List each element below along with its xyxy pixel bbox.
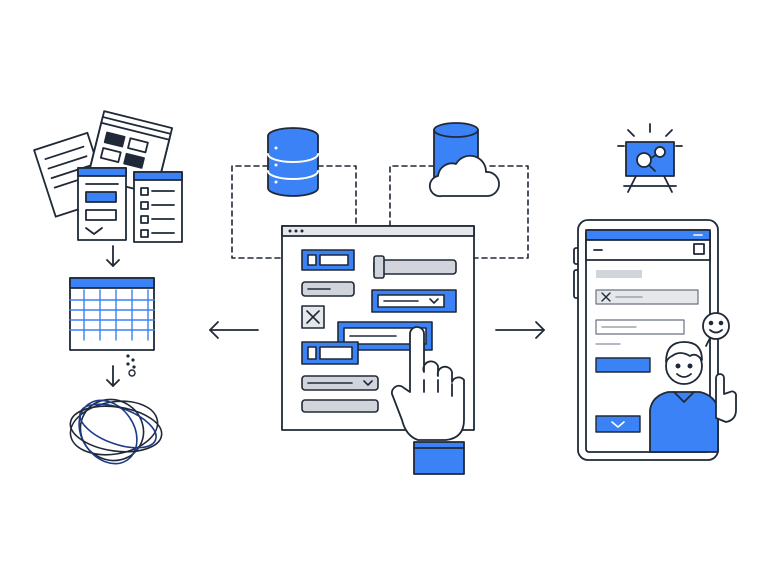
happy-user-avatar <box>649 312 737 453</box>
spreadsheet-table-icon <box>69 277 155 351</box>
cloud-storage-icon <box>428 122 500 198</box>
dashed-connector-cloud <box>389 165 529 259</box>
pointing-hand-icon <box>391 326 465 475</box>
arrow-down-table-to-chaos <box>106 365 120 387</box>
arrow-right <box>495 321 545 339</box>
database-cylinder-icon <box>267 127 319 197</box>
tangled-scribble-icon <box>69 398 163 465</box>
presentation-screen-icon <box>617 123 683 193</box>
dashed-connector-database <box>231 165 357 259</box>
spill-dots <box>126 354 136 377</box>
arrow-left <box>209 321 259 339</box>
arrow-down-docs-to-table <box>106 245 120 267</box>
documents-stack-icon <box>33 110 183 243</box>
